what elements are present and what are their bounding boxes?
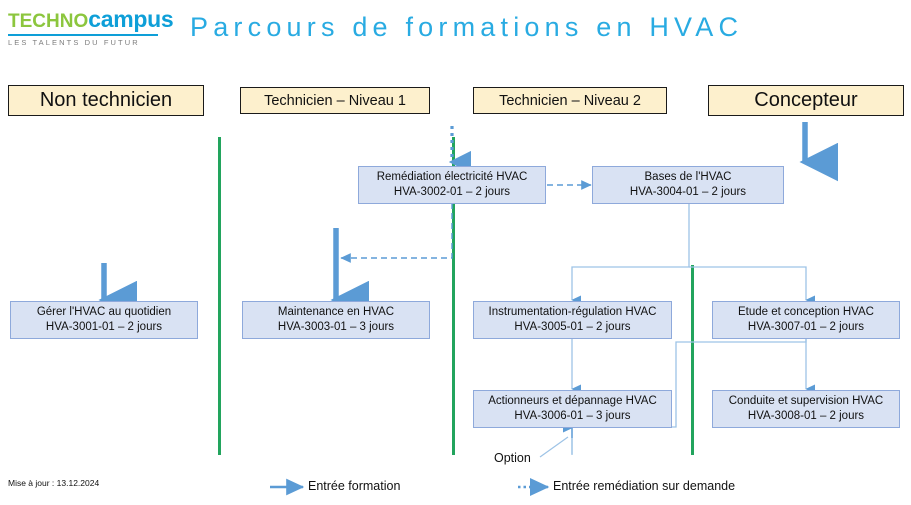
connector-dashed-remediation-to-maintenance bbox=[340, 203, 453, 263]
course-box-HVA-3008-01[interactable]: Conduite et supervision HVAC HVA-3008-01… bbox=[712, 390, 900, 428]
course-title: Remédiation électricité HVAC bbox=[376, 171, 528, 183]
course-code: HVA-3008-01 – 2 jours bbox=[747, 410, 865, 422]
course-box-HVA-3002-01[interactable]: Remédiation électricité HVAC HVA-3002-01… bbox=[358, 166, 546, 204]
option-leader-line bbox=[539, 436, 569, 458]
course-code: HVA-3005-01 – 2 jours bbox=[514, 321, 631, 333]
course-code: HVA-3003-01 – 3 jours bbox=[277, 321, 395, 333]
last-updated-note: Mise à jour : 13.12.2024 bbox=[8, 478, 100, 488]
logo-techno-text: TECHNO bbox=[8, 11, 89, 32]
course-code: HVA-3004-01 – 2 jours bbox=[629, 186, 747, 198]
logo-campus-text: campus bbox=[88, 6, 174, 32]
course-title: Gérer l'HVAC au quotidien bbox=[36, 306, 172, 318]
legend-label-entree-remediation: Entrée remédiation sur demande bbox=[553, 479, 736, 493]
column-header-non-technicien: Non technicien bbox=[8, 85, 204, 116]
connector-bases-split bbox=[571, 203, 816, 305]
course-box-HVA-3005-01[interactable]: Instrumentation-régulation HVAC HVA-3005… bbox=[473, 301, 672, 339]
column-header-concepteur: Concepteur bbox=[708, 85, 904, 116]
course-title: Conduite et supervision HVAC bbox=[728, 395, 884, 407]
course-box-HVA-3001-01[interactable]: Gérer l'HVAC au quotidien HVA-3001-01 – … bbox=[10, 301, 198, 339]
course-title: Bases de l'HVAC bbox=[644, 171, 732, 183]
course-box-HVA-3003-01[interactable]: Maintenance en HVAC HVA-3003-01 – 3 jour… bbox=[242, 301, 430, 339]
column-separator-3 bbox=[691, 265, 694, 455]
column-separator-1 bbox=[218, 137, 221, 455]
column-separator-2 bbox=[452, 137, 455, 455]
logo-wordmark: TECHNOcampus bbox=[8, 8, 174, 33]
course-box-HVA-3007-01[interactable]: Etude et conception HVAC HVA-3007-01 – 2… bbox=[712, 301, 900, 339]
column-header-technicien-niveau-2: Technicien – Niveau 2 bbox=[473, 87, 667, 114]
course-title: Etude et conception HVAC bbox=[738, 306, 874, 318]
course-box-HVA-3004-01[interactable]: Bases de l'HVAC HVA-3004-01 – 2 jours bbox=[592, 166, 784, 204]
legend-label-entree-formation: Entrée formation bbox=[308, 479, 401, 493]
logo-tagline: LES TALENTS DU FUTUR bbox=[8, 38, 140, 47]
course-box-HVA-3006-01[interactable]: Actionneurs et dépannage HVAC HVA-3006-0… bbox=[473, 390, 672, 428]
course-code: HVA-3001-01 – 2 jours bbox=[45, 321, 163, 333]
option-annotation: Option bbox=[494, 451, 531, 465]
course-code: HVA-3007-01 – 2 jours bbox=[747, 321, 865, 333]
course-title: Actionneurs et dépannage HVAC bbox=[488, 395, 657, 407]
course-code: HVA-3002-01 – 2 jours bbox=[393, 186, 511, 198]
page-title: Parcours de formations en HVAC bbox=[190, 12, 744, 42]
technocampus-logo: TECHNOcampus LES TALENTS DU FUTUR bbox=[8, 8, 174, 47]
column-header-technicien-niveau-1: Technicien – Niveau 1 bbox=[240, 87, 430, 114]
logo-underline bbox=[8, 34, 158, 36]
course-title: Instrumentation-régulation HVAC bbox=[488, 306, 657, 318]
course-title: Maintenance en HVAC bbox=[277, 306, 395, 318]
course-code: HVA-3006-01 – 3 jours bbox=[514, 410, 631, 422]
